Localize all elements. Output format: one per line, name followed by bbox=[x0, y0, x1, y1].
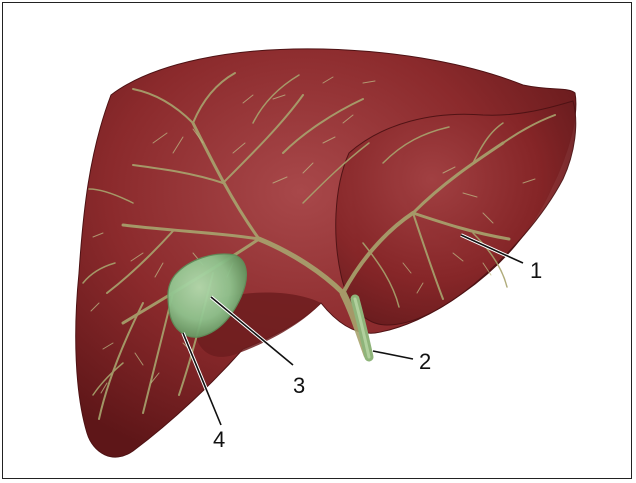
liver-anatomy-illustration: 1 2 3 4 bbox=[3, 3, 633, 480]
figure-frame: 1 2 3 4 bbox=[2, 2, 632, 479]
callout-2: 2 bbox=[419, 349, 431, 374]
callout-1: 1 bbox=[530, 258, 542, 283]
leader-line-2 bbox=[373, 351, 413, 359]
callout-4: 4 bbox=[213, 427, 225, 452]
callout-3: 3 bbox=[293, 373, 305, 398]
